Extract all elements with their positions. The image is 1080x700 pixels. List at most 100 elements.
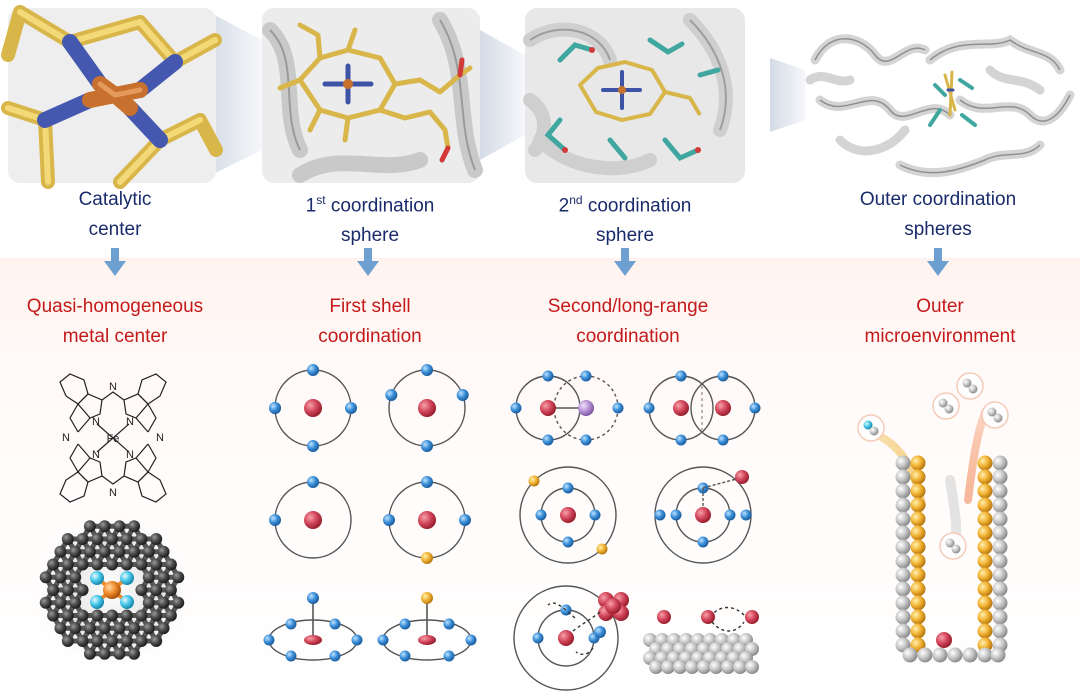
- n-label: N: [92, 449, 100, 461]
- carbon-atom: [47, 558, 60, 571]
- carbon-atom: [120, 533, 133, 545]
- carbon-atom: [69, 596, 82, 609]
- interaction-arrow: [711, 606, 745, 616]
- ligand-atom: [377, 634, 389, 646]
- wall-atom: [895, 483, 911, 499]
- cu-n4-stick-model: [1, 5, 223, 189]
- molecule-atom: [968, 384, 978, 394]
- ligand-atom: [329, 650, 341, 662]
- axial-ligand-atom: [307, 592, 319, 604]
- adsorbed-metal-atom: [701, 610, 715, 624]
- wall-atom: [910, 581, 926, 597]
- wall-atom: [947, 647, 963, 663]
- carbon-atom: [150, 584, 163, 596]
- molecule-atom: [938, 398, 948, 408]
- strategy-label-line1: First shell: [329, 296, 411, 317]
- carbon-atom: [91, 635, 104, 647]
- metal-atom: [304, 635, 322, 645]
- carbon-atom: [164, 558, 177, 571]
- carbon-atom: [128, 545, 141, 558]
- carbon-atom: [54, 622, 67, 635]
- interaction-arrow: [571, 611, 601, 633]
- ligand-atom: [749, 402, 761, 414]
- wall-atom: [910, 469, 926, 485]
- n-label: N: [109, 487, 117, 499]
- wall-atom: [977, 511, 993, 527]
- strategy-label-outer-microenvironment: Outer microenvironment: [840, 292, 1040, 352]
- carbon-atom: [120, 558, 133, 571]
- carbon-atom: [113, 647, 126, 660]
- wall-atom: [910, 455, 926, 471]
- level-label-line2: center: [88, 219, 142, 240]
- metal-atom: [304, 399, 322, 417]
- axial-dopant-atom: [421, 592, 433, 604]
- level-label-catalytic-center: Catalytic center: [40, 185, 190, 245]
- level-label-line1: 2nd coordination: [558, 193, 692, 217]
- carbon-atom: [76, 533, 89, 545]
- wall-atom: [977, 469, 993, 485]
- level-label-second-sphere: 2nd coordination sphere: [530, 185, 720, 251]
- level-label-outer-spheres: Outer coordination spheres: [828, 185, 1048, 245]
- level-label-line2: sphere: [340, 225, 400, 247]
- carbon-atom: [98, 622, 111, 635]
- arrow-down-icon: [104, 248, 126, 276]
- carbon-atom: [142, 596, 155, 609]
- ligand-atom: [421, 364, 433, 376]
- surface-atom: [673, 660, 687, 674]
- metal-atom: [418, 511, 436, 529]
- wall-atom: [992, 483, 1008, 499]
- carbon-atom: [150, 609, 163, 622]
- strategy-label-line2: coordination: [576, 326, 680, 347]
- level-label-line2: spheres: [904, 219, 972, 240]
- strategy-label-first-shell: First shell coordination: [280, 292, 460, 352]
- wall-atom: [992, 623, 1008, 639]
- carbon-atom: [135, 558, 148, 571]
- ligand-atom: [740, 509, 752, 521]
- wall-atom: [895, 511, 911, 527]
- strategy-label-second-shell: Second/long-range coordination: [528, 292, 728, 352]
- carbon-atom: [157, 596, 170, 609]
- surface-atom: [721, 660, 735, 674]
- carbon-atom: [47, 609, 60, 622]
- n-label: N: [62, 432, 70, 444]
- carbon-atom: [150, 558, 163, 571]
- wall-atom: [895, 595, 911, 611]
- wall-atom: [910, 511, 926, 527]
- level-label-line1: Catalytic: [78, 189, 152, 210]
- metal-atom: [558, 630, 574, 646]
- ligand-atom: [717, 370, 729, 382]
- strategy-label-quasi-homogeneous: Quasi-homogeneous metal center: [2, 292, 228, 352]
- wall-atom: [992, 595, 1008, 611]
- ligand-atom: [643, 402, 655, 414]
- metal-atom: [695, 507, 711, 523]
- wall-atom: [977, 567, 993, 583]
- ligand-atom: [562, 536, 574, 548]
- dopant-atom: [421, 552, 433, 564]
- wall-atom: [977, 539, 993, 555]
- carbon-atom: [98, 545, 111, 558]
- carbon-atom: [106, 533, 118, 545]
- level-label-line1: Outer coordination: [859, 189, 1017, 210]
- carbon-atom: [76, 584, 89, 596]
- strategy-label-line1: Quasi-homogeneous: [26, 296, 204, 317]
- wall-atom: [917, 647, 933, 663]
- carbon-atom: [61, 635, 74, 647]
- ligand-atom: [285, 650, 297, 662]
- ligand-atom: [307, 440, 319, 452]
- wall-atom: [910, 539, 926, 555]
- wall-atom: [977, 553, 993, 569]
- wall-atom: [992, 497, 1008, 513]
- carbon-atom: [76, 558, 89, 571]
- arrow-down-icon: [927, 248, 949, 276]
- carbon-atom: [113, 622, 126, 635]
- wall-atom: [910, 609, 926, 625]
- ligand-atom: [542, 370, 554, 382]
- molecule-atom: [987, 407, 997, 417]
- wall-atom: [977, 595, 993, 611]
- wall-atom: [910, 623, 926, 639]
- carbon-atom: [150, 533, 163, 545]
- ligand-atom: [562, 482, 574, 494]
- carbon-atom: [98, 520, 111, 533]
- wall-atom: [977, 497, 993, 513]
- carbon-atom: [157, 545, 170, 558]
